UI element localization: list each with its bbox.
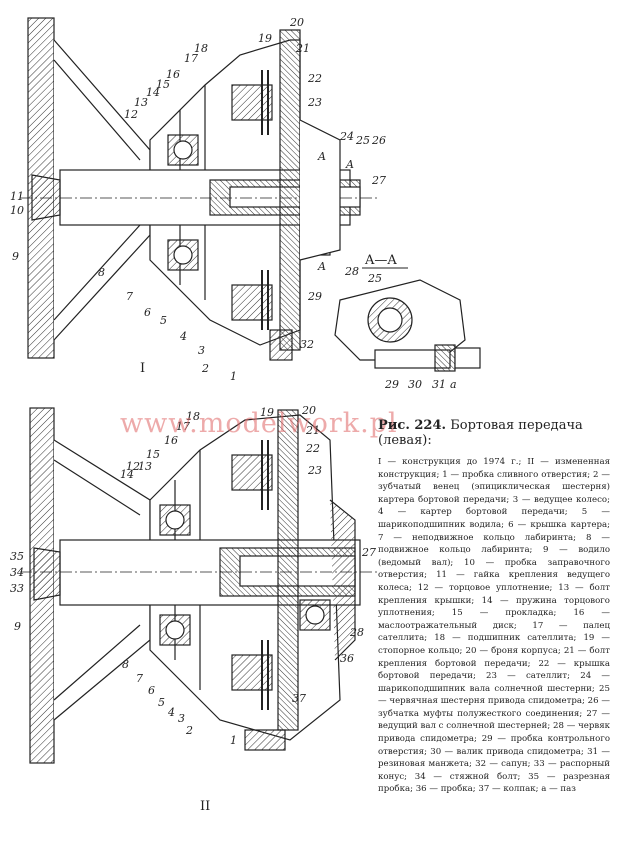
label-23: 23 xyxy=(307,96,322,109)
inset-label-a: a xyxy=(450,378,457,391)
label-22: 22 xyxy=(307,72,322,85)
section-a-a xyxy=(334,267,481,372)
label-19: 19 xyxy=(260,406,274,419)
label-23: 23 xyxy=(307,464,322,477)
label-17: 17 xyxy=(184,52,198,65)
label-5: 5 xyxy=(160,314,167,327)
roman-label-ii: II xyxy=(200,799,210,814)
label-2: 2 xyxy=(201,362,209,375)
label-9: 9 xyxy=(12,250,19,263)
label-27: 27 xyxy=(371,174,386,187)
caption-legend: I — конструкция до 1974 г.; II — изменен… xyxy=(378,456,610,796)
label-13: 13 xyxy=(134,96,148,109)
label-section-a-mid: A xyxy=(345,158,354,171)
label-3: 3 xyxy=(178,712,185,725)
label-28: 28 xyxy=(344,265,359,278)
label-9: 9 xyxy=(14,620,21,633)
caption-title: Рис. 224. Бортовая передача (левая): xyxy=(378,418,610,448)
label-16: 16 xyxy=(164,434,178,447)
view-old-construction xyxy=(20,17,380,361)
label-18: 18 xyxy=(186,410,200,423)
label-section-a-bottom: A xyxy=(317,260,326,273)
label-20: 20 xyxy=(301,404,316,417)
inset-label-30: 30 xyxy=(408,378,422,391)
label-8: 8 xyxy=(98,266,105,279)
label-22: 22 xyxy=(305,442,320,455)
view-modified-construction xyxy=(20,407,380,764)
label-32: 32 xyxy=(300,338,314,351)
label-4: 4 xyxy=(167,706,175,719)
label-33: 33 xyxy=(10,582,24,595)
label-16: 16 xyxy=(166,68,180,81)
label-12: 12 xyxy=(124,108,138,121)
label-11: 11 xyxy=(10,190,24,203)
label-36: 36 xyxy=(340,652,354,665)
label-18: 18 xyxy=(194,42,208,55)
label-14: 14 xyxy=(120,468,134,481)
label-21: 21 xyxy=(295,42,310,55)
label-6: 6 xyxy=(148,684,155,697)
label-7: 7 xyxy=(126,290,133,303)
label-34: 34 xyxy=(10,566,24,579)
roman-label-i: I xyxy=(140,361,145,376)
label-26: 26 xyxy=(371,134,386,147)
inset-label-29: 29 xyxy=(384,378,399,391)
label-3: 3 xyxy=(198,344,205,357)
label-29: 29 xyxy=(307,290,322,303)
figure-title: Бортовая передача (левая): xyxy=(378,418,583,448)
label-7: 7 xyxy=(136,672,143,685)
label-35: 35 xyxy=(10,550,24,563)
label-10: 10 xyxy=(10,204,24,217)
label-37: 37 xyxy=(292,692,306,705)
label-section-a-top: A xyxy=(317,150,326,163)
inset-label-31: 31 xyxy=(432,378,446,391)
section-a-a-title: A—A xyxy=(364,253,397,268)
label-17: 17 xyxy=(176,420,190,433)
label-1: 1 xyxy=(230,734,237,747)
label-15: 15 xyxy=(146,448,160,461)
label-8: 8 xyxy=(122,658,129,671)
watermark: www.modelwork.pl xyxy=(120,408,398,439)
label-13: 13 xyxy=(138,460,152,473)
label-12: 12 xyxy=(126,460,140,473)
label-1: 1 xyxy=(230,370,237,383)
label-2: 2 xyxy=(185,724,193,737)
label-24: 24 xyxy=(339,130,354,143)
label-28: 28 xyxy=(349,626,364,639)
label-6: 6 xyxy=(144,306,151,319)
figure-caption: Рис. 224. Бортовая передача (левая): I —… xyxy=(378,418,610,796)
legend-text: I — конструкция до 1974 г.; II — изменен… xyxy=(378,457,610,795)
figure-number: Рис. 224. xyxy=(378,418,447,433)
label-20: 20 xyxy=(289,16,304,29)
label-25: 25 xyxy=(355,134,370,147)
label-27: 27 xyxy=(361,546,376,559)
label-4: 4 xyxy=(179,330,187,343)
label-15: 15 xyxy=(156,78,170,91)
label-5: 5 xyxy=(158,696,165,709)
label-19: 19 xyxy=(258,32,272,45)
inset-label-25: 25 xyxy=(367,272,382,285)
label-14: 14 xyxy=(146,86,160,99)
label-21: 21 xyxy=(305,424,320,437)
